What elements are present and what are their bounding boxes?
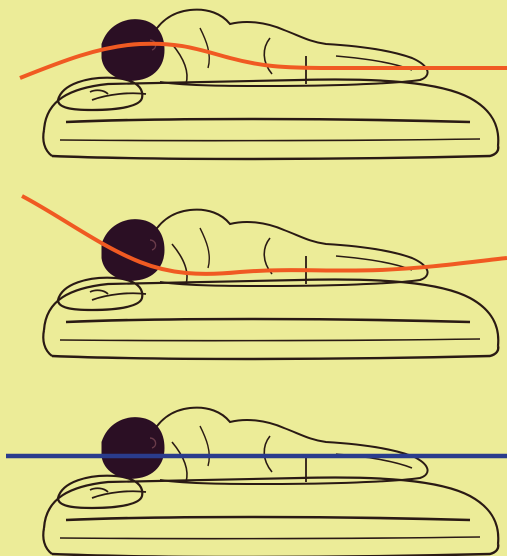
diagram-canvas [0, 0, 507, 556]
sleep-posture-diagram [0, 0, 507, 556]
